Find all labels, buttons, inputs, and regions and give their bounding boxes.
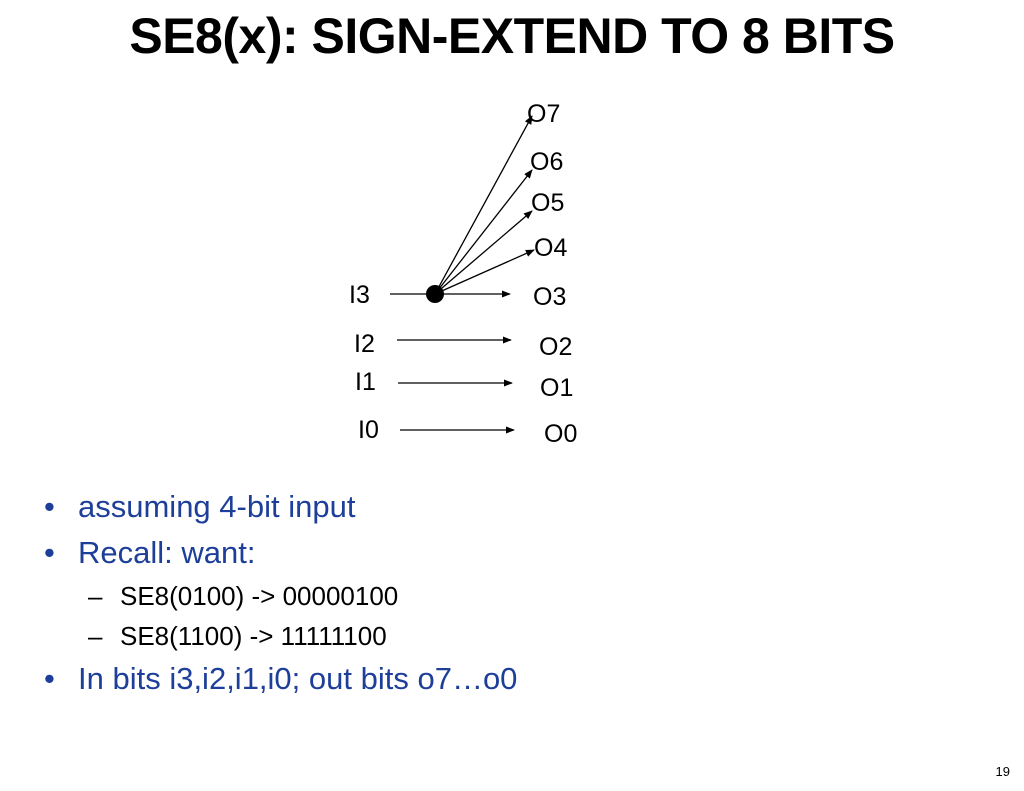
output-label-o7: O7 (527, 100, 560, 128)
arrow-to-o4 (434, 249, 535, 295)
junction-dot (426, 285, 444, 303)
slide-title: SE8(x): SIGN-EXTEND TO 8 BITS (129, 8, 895, 64)
sub-bullet-marker: – (88, 621, 103, 651)
bullet-marker: • (44, 661, 55, 696)
sub-bullet-item: – SE8(1100) -> 11111100 (40, 616, 980, 656)
sub-list-container: – SE8(0100) -> 00000100 – SE8(1100) -> 1… (40, 576, 980, 656)
output-label-o0: O0 (544, 420, 577, 448)
bullet-text: Recall: want: (78, 535, 256, 570)
input-label-i2: I2 (354, 330, 375, 358)
arrow-to-o6 (434, 169, 533, 295)
sub-bullet-text: SE8(0100) -> 00000100 (120, 581, 399, 611)
page-number: 19 (995, 764, 1010, 779)
sub-bullet-marker: – (88, 581, 103, 611)
output-label-o6: O6 (530, 148, 563, 176)
bullet-item: • assuming 4-bit input (40, 484, 980, 530)
bullet-marker: • (44, 535, 55, 570)
input-label-i0: I0 (358, 416, 379, 444)
bullet-text: assuming 4-bit input (78, 489, 356, 524)
output-label-o2: O2 (539, 333, 572, 361)
input-label-i3: I3 (349, 281, 370, 309)
arrow-to-o5 (434, 210, 533, 295)
arrow-to-o7 (434, 115, 533, 295)
input-label-i1: I1 (355, 368, 376, 396)
sub-bullet-text: SE8(1100) -> 11111100 (120, 621, 387, 651)
bullet-marker: • (44, 489, 55, 524)
sub-bullet-list: – SE8(0100) -> 00000100 – SE8(1100) -> 1… (40, 576, 980, 656)
bullet-list: • assuming 4-bit input • Recall: want: –… (40, 484, 980, 702)
sub-bullet-item: – SE8(0100) -> 00000100 (40, 576, 980, 616)
bullet-item: • Recall: want: (40, 530, 980, 576)
bullet-text: In bits i3,i2,i1,i0; out bits o7…o0 (78, 661, 518, 696)
output-label-o4: O4 (534, 234, 567, 262)
output-label-o5: O5 (531, 189, 564, 217)
output-label-o1: O1 (540, 374, 573, 402)
output-label-o3: O3 (533, 283, 566, 311)
bullet-item: • In bits i3,i2,i1,i0; out bits o7…o0 (40, 656, 980, 702)
